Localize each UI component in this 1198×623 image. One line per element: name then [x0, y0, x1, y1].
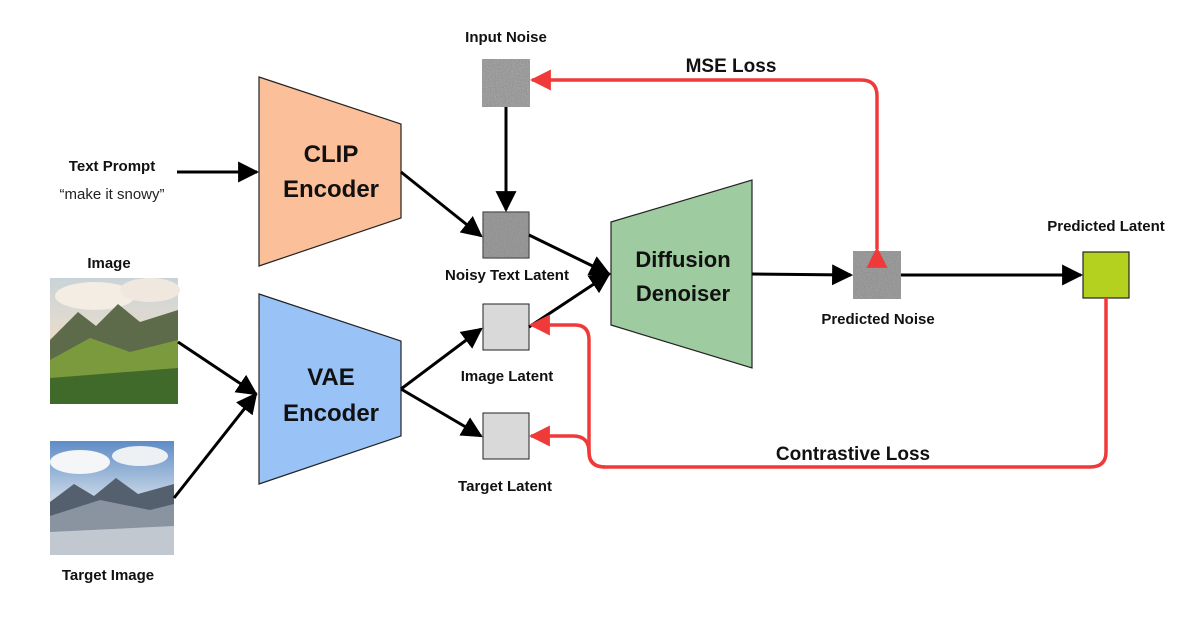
image-latent-box — [482, 303, 530, 351]
arrow-vae-to-image-latent — [400, 327, 483, 391]
arrow-image-to-vae — [177, 340, 258, 396]
denoiser-line1: Diffusion — [635, 247, 730, 272]
arrow-denoiser-to-predicted-noise — [751, 264, 854, 286]
target-latent-label: Target Latent — [458, 478, 552, 495]
clip-encoder-line2: Encoder — [283, 176, 379, 203]
predicted-noise-box — [853, 251, 901, 299]
contrastive-loss-label: Contrastive Loss — [776, 444, 930, 465]
arrow-vae-to-target-latent — [400, 387, 483, 438]
denoiser-line2: Denoiser — [636, 281, 731, 306]
noisy-text-latent-box — [482, 211, 530, 259]
mse-loss-label: MSE Loss — [686, 56, 777, 77]
noisy-text-latent-label: Noisy Text Latent — [445, 267, 569, 284]
diffusion-denoiser-shape — [610, 179, 753, 369]
input-noise-box — [482, 59, 530, 107]
source-image — [50, 278, 180, 404]
vae-encoder-line1: VAE — [307, 364, 355, 391]
vae-encoder-shape — [258, 293, 402, 485]
vae-encoder-line2: Encoder — [283, 400, 379, 427]
clip-encoder-shape — [258, 76, 402, 267]
predicted-noise-label: Predicted Noise — [821, 311, 934, 328]
image-latent-label: Image Latent — [461, 368, 554, 385]
predicted-latent-label: Predicted Latent — [1047, 218, 1165, 235]
mse-loss-arrow — [529, 69, 888, 268]
target-image — [50, 441, 174, 555]
arrow-clip-to-noisy-latent — [400, 170, 483, 238]
input-noise-label: Input Noise — [465, 29, 547, 46]
target-latent-box — [482, 412, 530, 460]
image-label: Image — [87, 255, 130, 272]
target-image-label: Target Image — [62, 567, 154, 584]
arrow-target-to-vae — [172, 392, 258, 499]
clip-encoder-line1: CLIP — [304, 141, 359, 168]
contrastive-loss-branch-arrow — [528, 425, 606, 469]
predicted-latent-box — [1082, 251, 1130, 299]
text-prompt-value: “make it snowy” — [59, 186, 164, 203]
text-prompt-label: Text Prompt — [69, 158, 155, 175]
